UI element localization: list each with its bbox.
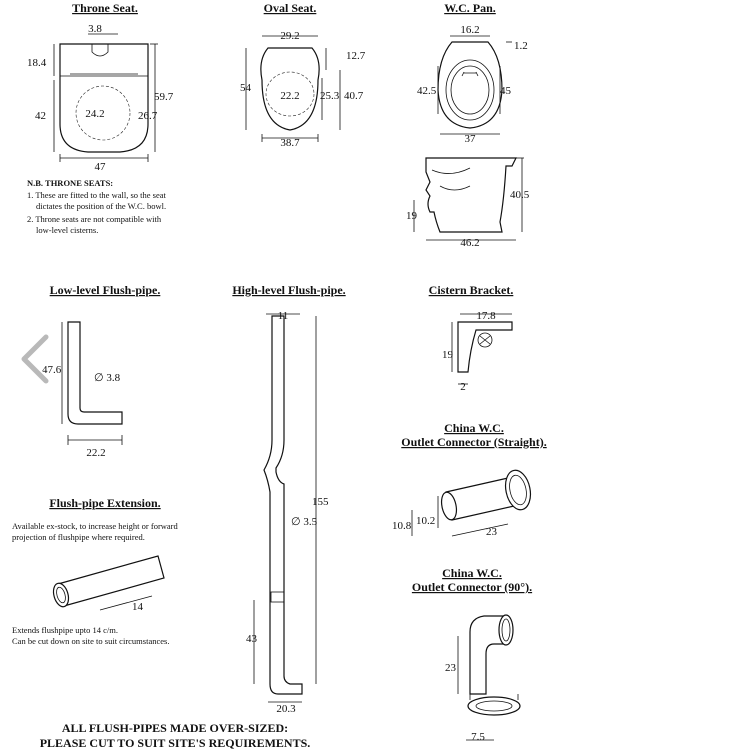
- high-level-title: High-level Flush-pipe.: [232, 283, 345, 297]
- throne-seat-title: Throne Seat.: [72, 1, 138, 15]
- outlet-straight-dim-3: 23: [486, 526, 498, 538]
- extension-dim-length: 14: [132, 601, 144, 613]
- oval-seat-dim-depth: 40.7: [344, 90, 364, 102]
- wc-pan-dim-length: 46.2: [460, 237, 479, 249]
- high-level-dim-width: 20.3: [276, 703, 296, 715]
- wc-pan-dim-top: 16.2: [460, 24, 479, 36]
- extension-desc-1: Available ex-stock, to increase height o…: [12, 521, 179, 531]
- wc-pan-dim-height: 40.5: [510, 189, 530, 201]
- outlet-straight-dim-2: 10.2: [416, 515, 435, 527]
- wc-pan-dim-outlet: 19: [406, 210, 418, 222]
- outlet-straight-title-2: Outlet Connector (Straight).: [401, 435, 546, 449]
- throne-seat-dim-front: 42: [35, 110, 46, 122]
- wc-pan-dim-left: 42.5: [417, 85, 437, 97]
- throne-seat-diagram: Throne Seat. 3.8 18.4 59.7 42 24.2 26.7 …: [27, 1, 174, 173]
- oval-seat-outline: [260, 47, 320, 131]
- throne-seat-opening: [75, 85, 131, 141]
- footer-line-1: ALL FLUSH-PIPES MADE OVER-SIZED:: [62, 721, 288, 735]
- low-level-dim-diameter: ∅ 3.8: [94, 372, 121, 384]
- extension-note-1: Extends flushpipe upto 14 c/m.: [12, 625, 118, 635]
- flush-pipe-extension-diagram: Flush-pipe Extension. Available ex-stock…: [12, 496, 179, 646]
- cistern-bracket-shape: [457, 321, 513, 373]
- cistern-bracket-diagram: Cistern Bracket. 17.8 19 2: [429, 283, 514, 393]
- outlet-90-title-2: Outlet Connector (90°).: [412, 580, 532, 594]
- outlet-90-body: [469, 615, 507, 695]
- chevron-left-icon: [19, 332, 51, 386]
- low-level-pipe: [67, 321, 123, 425]
- throne-seat-dim-length: 59.7: [154, 91, 174, 103]
- notes-line-2: dictates the position of the W.C. bowl.: [36, 201, 166, 211]
- wc-pan-dim-rim: 1.2: [514, 40, 528, 52]
- oval-seat-dim-hinge: 12.7: [346, 50, 366, 62]
- throne-seat-dim-slot: 3.8: [88, 23, 102, 35]
- notes-heading: N.B. THRONE SEATS:: [27, 178, 113, 188]
- high-level-dim-diameter: ∅ 3.5: [291, 516, 318, 528]
- cistern-bracket-dim-height: 19: [442, 349, 454, 361]
- notes-line-1: 1. These are fitted to the wall, so the …: [27, 190, 167, 200]
- cistern-bracket-dim-width: 17.8: [476, 310, 496, 322]
- high-level-dim-bottom: 43: [246, 633, 258, 645]
- high-level-dim-top: 11: [278, 310, 289, 322]
- throne-seat-dim-hole-length: 26.7: [138, 110, 158, 122]
- extension-note-2: Can be cut down on site to suit circumst…: [12, 636, 169, 646]
- throne-seat-dim-back: 18.4: [27, 57, 47, 69]
- oval-seat-dim-top: 29.2: [280, 30, 299, 42]
- outlet-90-title-1: China W.C.: [442, 566, 502, 580]
- extension-pipe: [57, 555, 165, 607]
- throne-seat-dim-width: 47: [95, 161, 107, 173]
- oval-seat-dim-hole-width: 22.2: [280, 90, 299, 102]
- wc-pan-plan: [437, 41, 503, 129]
- oval-seat-title: Oval Seat.: [264, 1, 317, 15]
- outlet-connector-straight-diagram: China W.C. Outlet Connector (Straight). …: [392, 421, 547, 538]
- wc-pan-side-view: [425, 157, 517, 233]
- notes-line-4: low-level cisterns.: [36, 225, 98, 235]
- outlet-90-dim-width: 7.5: [471, 731, 485, 743]
- outlet-straight-dim-1: 10.8: [392, 520, 412, 532]
- outlet-straight-title-1: China W.C.: [444, 421, 504, 435]
- low-level-dim-width: 22.2: [86, 447, 105, 459]
- wc-pan-diagram: W.C. Pan. 16.2 1.2 42.5 45 37 40.5 19 46…: [406, 1, 530, 249]
- high-level-flush-pipe-diagram: High-level Flush-pipe. 11 155 ∅ 3.5 43 2…: [232, 283, 345, 715]
- oval-seat-dim-hole-length: 25.3: [320, 90, 340, 102]
- low-level-flush-pipe-diagram: Low-level Flush-pipe. 47.6 ∅ 3.8 22.2: [42, 283, 160, 459]
- oval-seat-dim-length: 54: [240, 82, 252, 94]
- previous-image-button[interactable]: [16, 332, 56, 386]
- oval-seat-diagram: Oval Seat. 29.2 12.7 54 22.2 25.3 40.7 3…: [240, 1, 366, 149]
- extension-desc-2: projection of flushpipe where required.: [12, 532, 145, 542]
- outlet-connector-90-diagram: China W.C. Outlet Connector (90°). 23 7.…: [412, 566, 532, 743]
- low-level-dim-height: 47.6: [42, 364, 62, 376]
- footer-line-2: PLEASE CUT TO SUIT SITE'S REQUIREMENTS.: [40, 736, 311, 750]
- notes-line-3: 2. Throne seats are not compatible with: [27, 214, 162, 224]
- high-level-dim-length: 155: [312, 496, 329, 508]
- throne-seat-notes: N.B. THRONE SEATS: 1. These are fitted t…: [27, 178, 167, 235]
- wc-pan-dim-right: 45: [500, 85, 512, 97]
- high-level-pipe: [263, 315, 303, 695]
- footer-notice: ALL FLUSH-PIPES MADE OVER-SIZED: PLEASE …: [40, 721, 311, 750]
- extension-title: Flush-pipe Extension.: [49, 496, 160, 510]
- oval-seat-dim-width: 38.7: [280, 137, 300, 149]
- low-level-title: Low-level Flush-pipe.: [50, 283, 161, 297]
- outlet-90-dim-height: 23: [445, 662, 457, 674]
- throne-seat-dim-hole-width: 24.2: [85, 108, 104, 120]
- throne-seat-outline: [59, 43, 149, 153]
- wc-pan-title: W.C. Pan.: [444, 1, 496, 15]
- cistern-bracket-title: Cistern Bracket.: [429, 283, 514, 297]
- wc-pan-dim-width: 37: [465, 133, 477, 145]
- cistern-bracket-dim-thickness: 2: [460, 381, 466, 393]
